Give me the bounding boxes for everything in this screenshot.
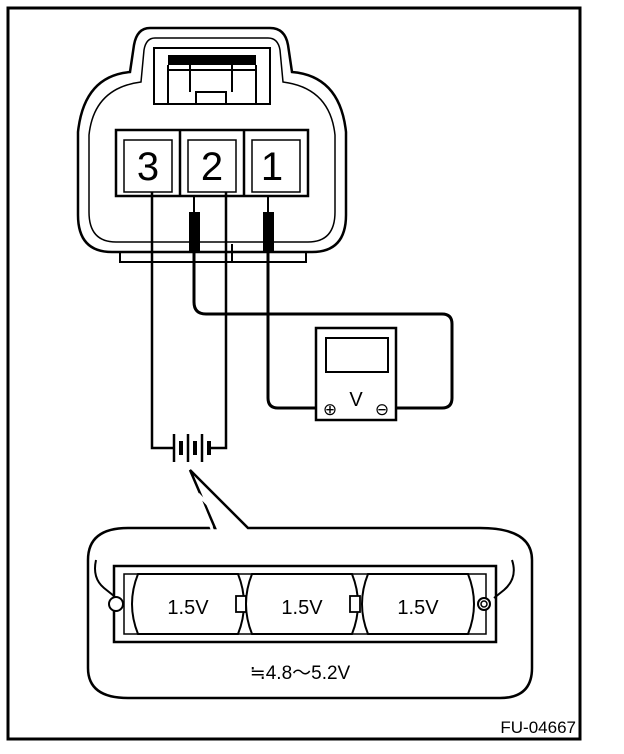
battery-cell-3-label: 1.5V [397, 597, 439, 619]
wire-pin3-to-battery [150, 192, 168, 450]
battery-cells [131, 573, 475, 635]
voltmeter-minus-terminal: ⊖ [375, 400, 389, 419]
connector: 3 2 1 [76, 26, 348, 263]
battery-voltage-note: ≒4.8〜5.2V [250, 663, 351, 684]
wire-pin2-probe-to-voltmeter-minus [192, 250, 454, 410]
pin-label-3: 3 [137, 145, 159, 189]
connector-bottom-rim [119, 252, 307, 263]
test-probes [189, 196, 274, 252]
wiring [150, 192, 454, 450]
battery-cell-1 [131, 573, 247, 635]
battery-symbol [168, 434, 212, 462]
pin-label-2: 2 [201, 145, 223, 189]
battery-cell-2-label: 1.5V [281, 597, 323, 619]
battery-holder-right-lead [493, 559, 515, 599]
probe-pin2 [189, 212, 200, 252]
voltmeter-unit-label: V [349, 389, 363, 411]
battery-callout-inner [196, 492, 238, 536]
voltmeter-display [325, 337, 389, 373]
battery-holder-left-lead [94, 559, 115, 597]
connector-housing [76, 26, 348, 254]
wire-pin2-to-battery [212, 192, 228, 450]
pin-label-1: 1 [261, 145, 283, 189]
probe-pin1 [263, 212, 274, 252]
battery-cell-3 [361, 573, 475, 635]
figure-frame [6, 6, 582, 741]
figure-id-label: FU-04667 [500, 718, 576, 737]
battery-cell-2 [245, 573, 361, 635]
wire-pin1-probe-to-voltmeter-plus [266, 250, 322, 410]
voltmeter-plus-terminal: ⊕ [323, 400, 337, 419]
voltmeter [314, 326, 398, 422]
terminal-block [114, 128, 310, 198]
battery-cell-1-label: 1.5V [167, 597, 209, 619]
connector-lock-tab [153, 47, 271, 105]
connector-housing-inner [88, 37, 336, 243]
